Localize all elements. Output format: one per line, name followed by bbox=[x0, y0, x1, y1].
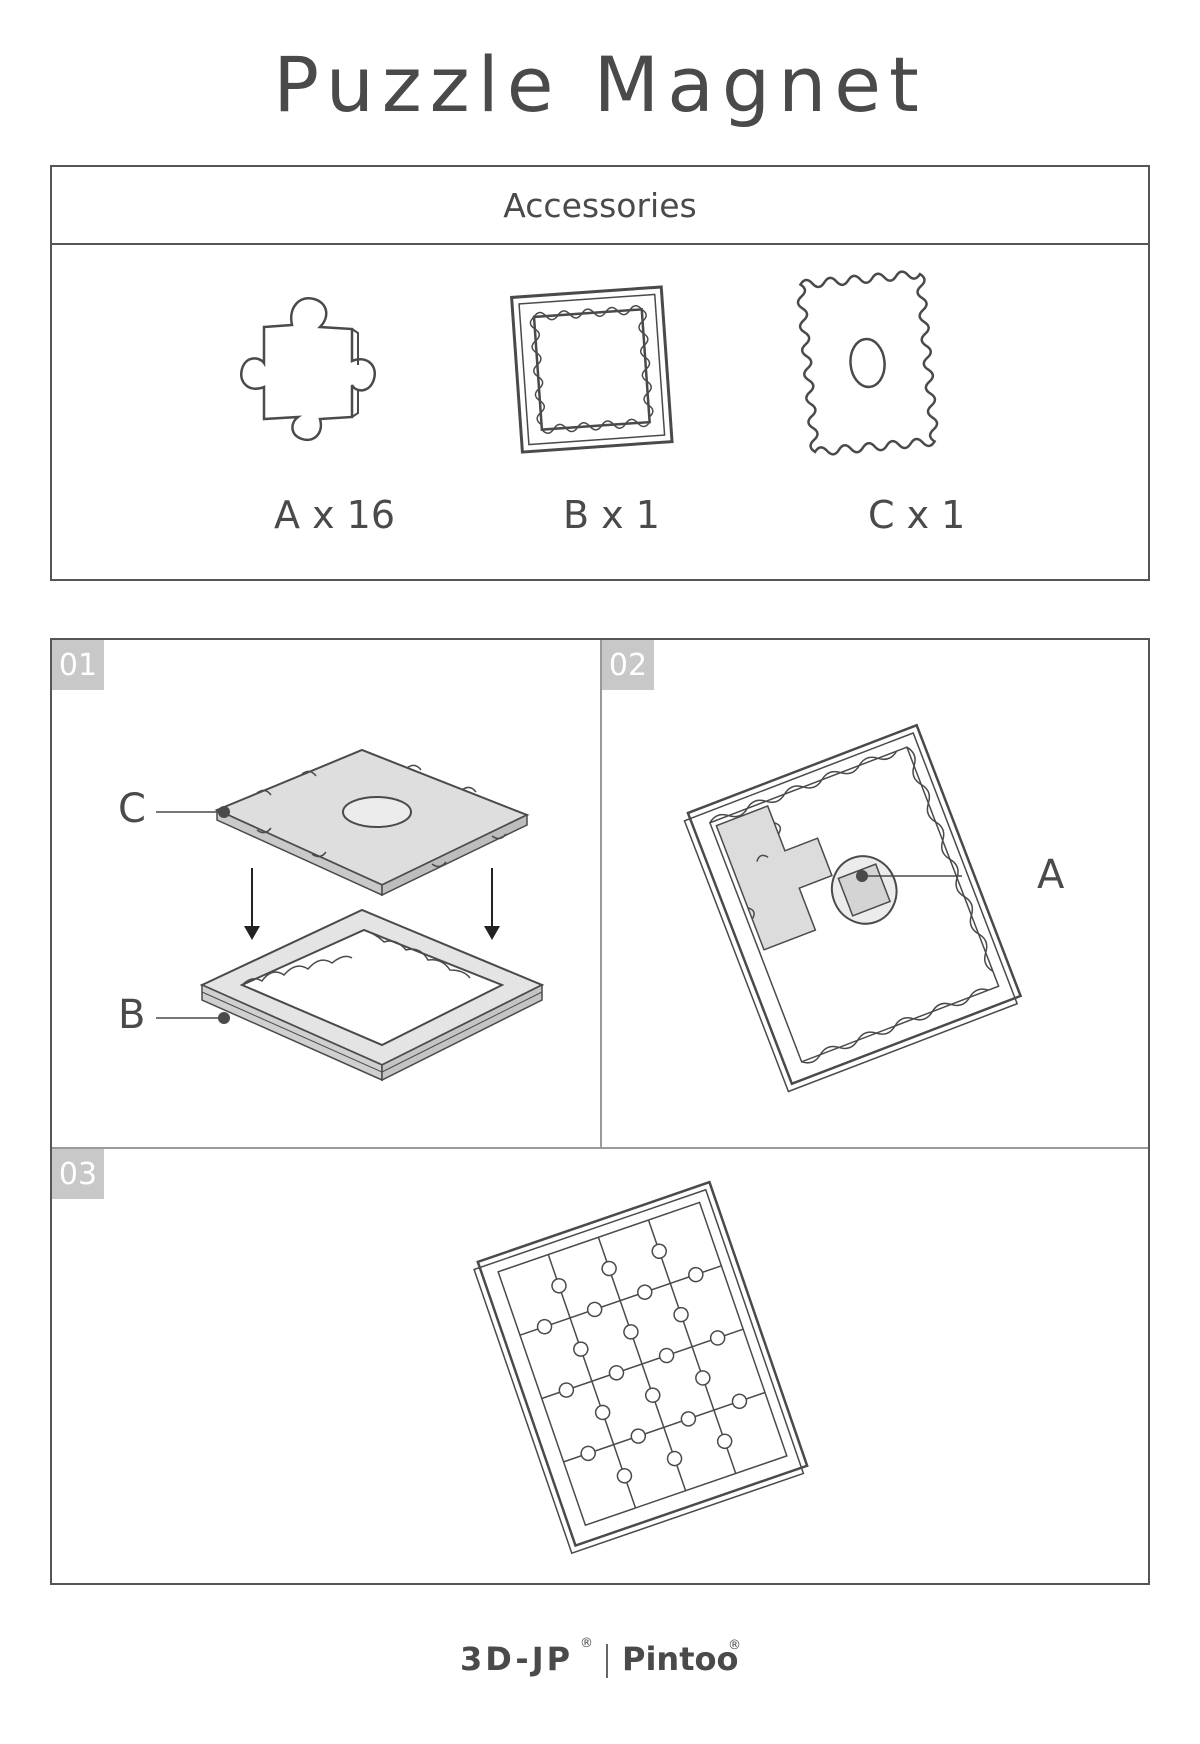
step-03-illustration bbox=[473, 1180, 809, 1555]
registered-mark: ® bbox=[580, 1636, 593, 1651]
step-01-badge: 01 bbox=[52, 640, 104, 690]
brand-pintoo-logo: Pintoo bbox=[622, 1640, 739, 1678]
callout-c-label: C bbox=[118, 786, 146, 832]
brand-3d-jp-logo: 3D-JP bbox=[460, 1640, 574, 1678]
callout-b-label: B bbox=[118, 992, 146, 1038]
brand-separator bbox=[606, 1644, 608, 1678]
accessories-panel: Accessories A x 16 B x 1 C x 1 bbox=[50, 165, 1150, 581]
accessory-c-label: C x 1 bbox=[868, 493, 966, 537]
page-title: Puzzle Magnet bbox=[273, 40, 927, 129]
step-01-illustration bbox=[156, 748, 545, 1082]
accessory-b-label: B x 1 bbox=[563, 493, 660, 537]
steps-panel: 01 02 03 C B bbox=[50, 638, 1150, 1585]
registered-mark-2: ® bbox=[728, 1638, 741, 1653]
step-02-badge: 02 bbox=[602, 640, 654, 690]
step-divider-horizontal bbox=[52, 1147, 1148, 1149]
puzzle-piece-a-illustration bbox=[239, 270, 939, 456]
step-divider-vertical bbox=[600, 640, 602, 1148]
footer-brand: 3D-JP ® Pintoo ® bbox=[0, 1636, 1200, 1690]
callout-a-label: A bbox=[1037, 852, 1065, 898]
accessory-a-label: A x 16 bbox=[274, 493, 395, 537]
accessories-header: Accessories bbox=[52, 167, 1148, 245]
step-02-illustration bbox=[683, 723, 1023, 1093]
frame-b-illustration bbox=[510, 285, 674, 454]
base-plate-c-illustration bbox=[796, 270, 939, 456]
step-03-badge: 03 bbox=[52, 1149, 104, 1199]
